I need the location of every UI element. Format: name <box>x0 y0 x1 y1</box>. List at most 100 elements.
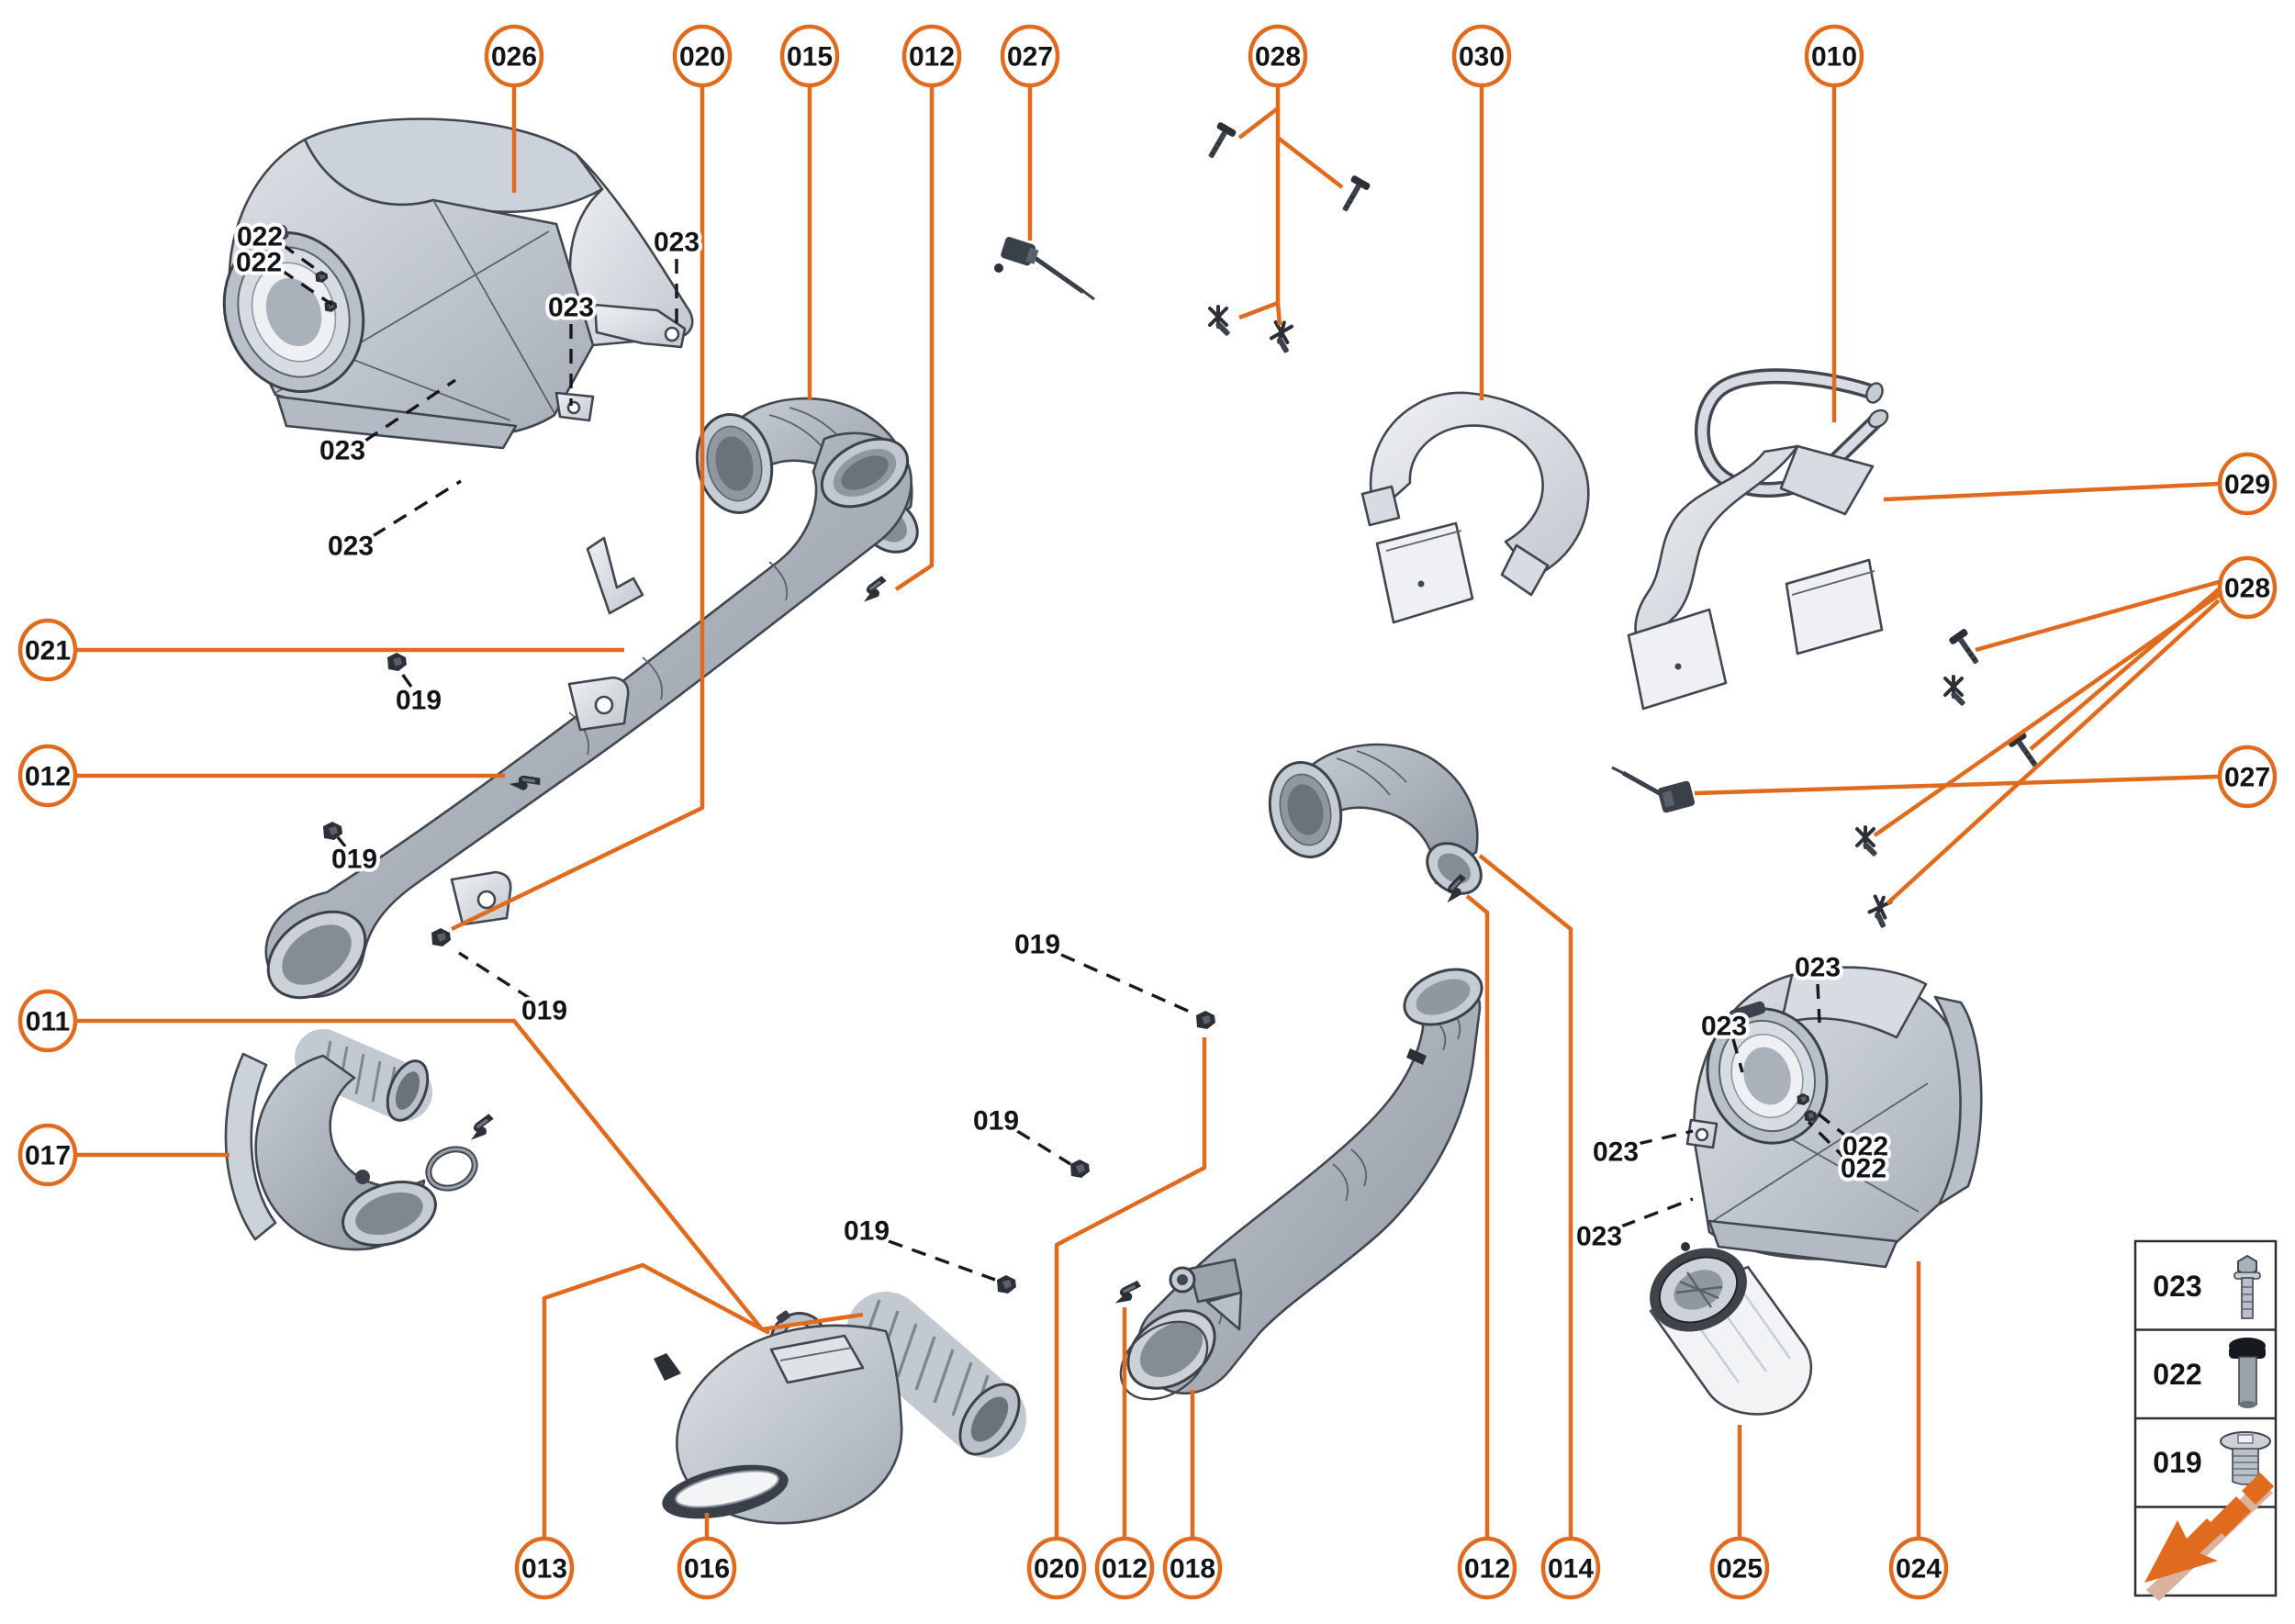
dashed-pointer-023-5 <box>372 479 462 538</box>
callout-020: 020 <box>1026 1536 1087 1600</box>
callout-number-017: 017 <box>25 1141 71 1171</box>
callout-024: 024 <box>1888 1536 1949 1600</box>
callout-025: 025 <box>1709 1536 1770 1600</box>
part-label-023-2: 023 <box>654 228 700 258</box>
leader-line-028 <box>1886 599 2221 905</box>
callout-circle-021 <box>17 618 78 682</box>
part-air-filter-housing-front <box>222 118 694 450</box>
callout-circle-020 <box>672 24 733 88</box>
callout-number-018: 018 <box>1170 1554 1215 1585</box>
callout-circle-020 <box>1026 1536 1087 1600</box>
part-air-temp-sensor-right <box>1611 766 1696 813</box>
callout-018: 018 <box>1162 1536 1223 1600</box>
leader-line-014 <box>1478 854 1573 1539</box>
part-label-023-12: 023 <box>1795 953 1841 983</box>
hex-flange-bolt-icon <box>2233 1254 2261 1319</box>
dashed-pointer-022-0 <box>280 242 325 276</box>
callout-number-030: 030 <box>1459 42 1505 73</box>
callout-circle-026 <box>484 24 544 88</box>
dashed-pointer-023-14 <box>1637 1129 1694 1146</box>
callout-number-015: 015 <box>787 42 833 73</box>
callout-012: 012 <box>17 744 78 808</box>
leader-line-028 <box>1237 106 1280 140</box>
callout-number-012: 012 <box>1464 1554 1510 1585</box>
callout-number-020: 020 <box>1034 1554 1080 1585</box>
callout-number-028: 028 <box>1255 42 1301 73</box>
leader-line-028 <box>1873 593 2221 837</box>
part-air-filter-element <box>1649 1242 1813 1416</box>
dashed-pointer-022-1 <box>280 268 333 307</box>
dashed-pointer-019-8 <box>458 951 532 1001</box>
retaining-clip-012-top <box>857 575 891 602</box>
callout-020: 020 <box>672 24 733 88</box>
maf-inlet-port <box>222 224 365 393</box>
legend-label-023: 023 <box>2153 1270 2201 1303</box>
exploded-view-direction-arrow <box>2144 1473 2274 1601</box>
callout-circle-028 <box>1248 24 1308 88</box>
nut-019-c <box>431 928 451 946</box>
callout-015: 015 <box>779 24 840 88</box>
dashed-pointer-019-9 <box>1060 953 1191 1014</box>
callout-circle-024 <box>1888 1536 1949 1600</box>
dashed-pointer-019-11 <box>888 1239 996 1282</box>
callout-030: 030 <box>1451 24 1512 88</box>
leader-lines-layer <box>77 85 2221 1539</box>
callout-011: 011 <box>17 989 78 1053</box>
callout-027: 027 <box>2217 745 2278 809</box>
retaining-clip-017 <box>465 1113 498 1140</box>
callout-circle-013 <box>514 1536 575 1600</box>
dashed-pointer-023-12 <box>1816 983 1821 1024</box>
leader-line-028 <box>1275 302 1282 326</box>
callout-012: 012 <box>901 24 962 88</box>
dashed-pointer-layer <box>280 242 1851 1282</box>
part-label-022-0: 022 <box>237 222 283 252</box>
callout-021: 021 <box>17 618 78 682</box>
part-label-022-16: 022 <box>1842 1132 1888 1162</box>
callout-number-027: 027 <box>1007 42 1053 73</box>
callout-circle-015 <box>779 24 840 88</box>
fastener-legend: 023 022 019 <box>2133 1239 2278 1601</box>
callout-number-016: 016 <box>684 1554 730 1585</box>
leader-line-029 <box>1883 481 2219 502</box>
leader-line-012 <box>1465 894 1490 1539</box>
callout-circle-010 <box>1804 24 1864 88</box>
callout-circle-028 <box>2217 555 2278 620</box>
inline-part-labels-layer: 0220220230230230230190190190190190190230… <box>232 218 1892 1256</box>
callout-circle-016 <box>677 1536 737 1600</box>
part-air-temp-sensor-top <box>994 237 1095 301</box>
callout-circle-012 <box>1094 1536 1155 1600</box>
part-air-guide-duct <box>1360 391 1590 624</box>
callout-circle-027 <box>2217 745 2278 809</box>
nut-019-d <box>1196 1011 1215 1029</box>
callout-number-012: 012 <box>25 762 71 792</box>
dashed-pointer-023-15 <box>1620 1197 1694 1228</box>
callout-circle-012 <box>17 744 78 808</box>
callout-number-011: 011 <box>26 1007 70 1037</box>
dashed-pointer-019-6 <box>400 673 413 688</box>
part-label-019-10: 019 <box>973 1106 1019 1137</box>
callout-012: 012 <box>1457 1536 1517 1600</box>
callout-circle-018 <box>1162 1536 1223 1600</box>
callout-029: 029 <box>2217 452 2278 516</box>
callout-013: 013 <box>514 1536 575 1600</box>
callout-circle-011 <box>17 989 78 1053</box>
part-label-023-5: 023 <box>328 532 374 562</box>
callout-number-024: 024 <box>1896 1554 1942 1585</box>
callout-014: 014 <box>1540 1536 1601 1600</box>
part-retaining-strap <box>1695 368 1889 498</box>
countersunk-rivet-icon <box>2220 1431 2271 1485</box>
leader-line-020 <box>1054 1037 1207 1539</box>
dashed-pointer-019-7 <box>336 835 347 848</box>
nut-019-f <box>997 1275 1016 1294</box>
callout-number-012: 012 <box>1102 1554 1148 1585</box>
callout-circle-014 <box>1540 1536 1601 1600</box>
leader-line-028 <box>1276 136 1344 189</box>
leader-line-013 <box>542 1262 771 1539</box>
callout-026: 026 <box>484 24 544 88</box>
nut-019-a <box>387 653 407 671</box>
part-label-023-3: 023 <box>548 293 594 323</box>
part-label-019-11: 019 <box>844 1216 890 1247</box>
callout-number-029: 029 <box>2224 470 2270 500</box>
dashed-pointer-023-4 <box>364 378 456 442</box>
